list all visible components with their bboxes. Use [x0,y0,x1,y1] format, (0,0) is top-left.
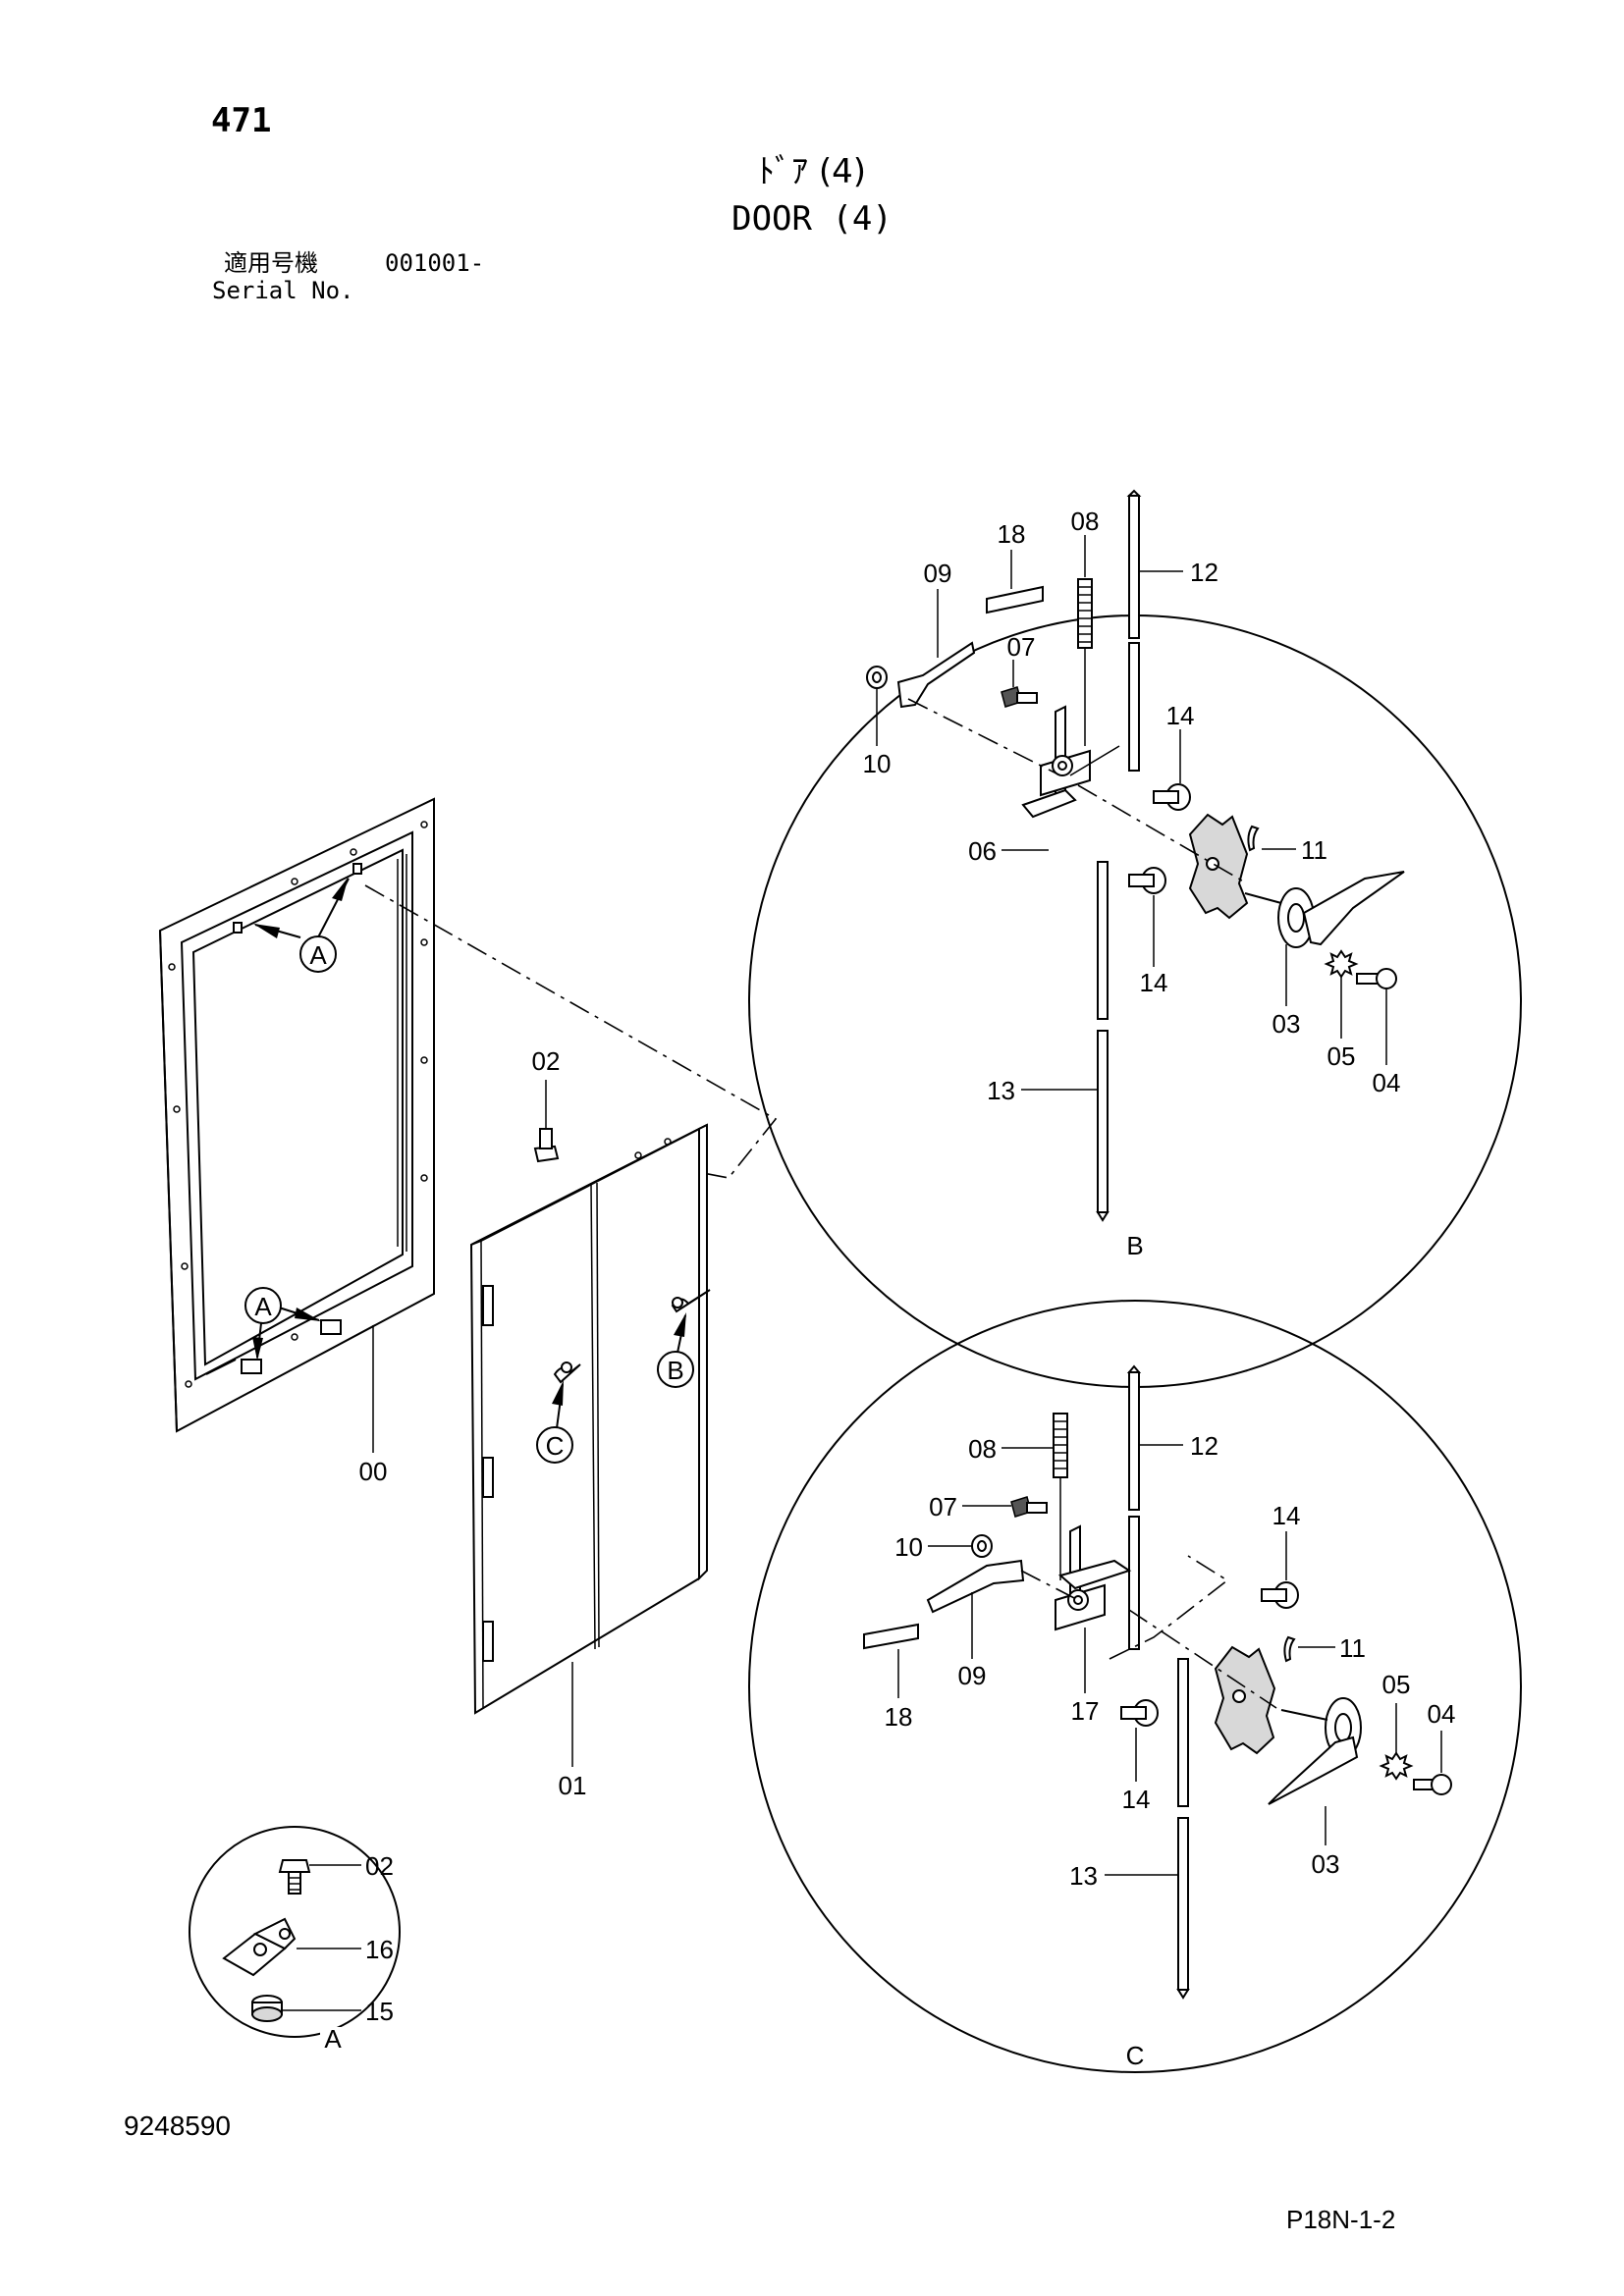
detail-c-washer-number: 05 [1382,1670,1411,1699]
detail-c-view: C 12 13 08 07 [748,1300,1522,2073]
hinge-lower [482,1621,494,1662]
callout-b-label: B [667,1356,683,1385]
detail-b-handle-number: 03 [1272,1009,1301,1039]
detail-c-pad-number: 18 [885,1702,913,1732]
detail-b-pin-number: 11 [1301,835,1327,865]
callout-c-label: C [546,1431,565,1461]
detail-b-screw-number: 04 [1373,1068,1401,1097]
detail-b-bracket-number: 06 [968,836,997,866]
detail-c-screw-number: 04 [1428,1699,1456,1729]
serial-label-japanese: 適用号機 [224,249,318,277]
door-bolt: 02 [532,1046,561,1163]
detail-b-callout: B [657,1312,694,1388]
detail-c-callout: C [536,1380,573,1464]
serial-label-english: Serial No. [212,277,354,304]
frame-holes [168,821,428,1388]
detail-a-view: 02 16 15 A [189,1826,401,2054]
detail-b-pad-number: 18 [998,519,1026,549]
detail-b-lower-pin-number: 14 [1140,968,1168,997]
detail-c-bracket-number: 17 [1071,1696,1100,1726]
detail-c-pin-number: 11 [1339,1633,1366,1663]
detail-c-door-panel-section [1214,1645,1276,1755]
door-part-number: 01 [559,1771,587,1800]
detail-c-lever-number: 09 [958,1661,987,1690]
detail-b-washer-number: 05 [1327,1041,1356,1071]
detail-c-spring-number: 08 [968,1434,997,1464]
hinge-middle [482,1457,494,1498]
detail-c-circle-label: C [1126,2041,1145,2070]
frame-part-number: 00 [359,1457,388,1486]
assembly-centerline [364,884,778,1179]
detail-b-view: B 12 13 08 18 [748,489,1522,1388]
detail-a-circle-label: A [324,2024,342,2054]
detail-c-bushing-number: 10 [894,1532,923,1562]
hinge-upper [482,1285,494,1326]
detail-b-circle-label: B [1126,1231,1143,1260]
title-japanese: ﾄﾞｱ (4) [758,152,866,191]
detail-b-bolt-number: 07 [1007,632,1036,662]
door-panel [469,1123,711,1715]
door-frame [158,797,435,1433]
page-number: 471 [211,101,272,140]
detail-c-upper-rod-number: 12 [1190,1431,1218,1461]
detail-b-handle: 03 [1244,871,1405,1039]
bolt-part-number: 02 [532,1046,561,1076]
callout-a-upper-label: A [309,940,327,970]
detail-b-spring-number: 08 [1071,507,1100,536]
detail-c-lower-pin-number: 14 [1122,1785,1151,1814]
detail-c-lower-rod-number: 13 [1069,1861,1098,1891]
callout-a-lower-label: A [254,1292,272,1321]
detail-a-plate-number: 16 [365,1935,394,1964]
detail-b-upper-pin-number: 14 [1166,701,1195,730]
detail-c-spring [1053,1413,1068,1580]
detail-a-callout-upper: A [253,877,350,973]
detail-a-cushion-number: 15 [365,1997,394,2026]
detail-a-callout-lower: A [244,1287,321,1361]
page-reference: P18N-1-2 [1286,2205,1396,2234]
detail-b-lower-rod-number: 13 [987,1076,1015,1105]
detail-c-bolt-number: 07 [929,1492,957,1522]
detail-b-lever-number: 09 [924,559,952,588]
detail-c-handle: 03 [1268,1697,1362,1879]
detail-c-upper-pin-number: 14 [1272,1501,1301,1530]
document-number: 9248590 [124,2110,232,2141]
detail-b-spring [1077,578,1093,746]
detail-b-upper-rod-number: 12 [1190,558,1218,587]
serial-range: 001001- [385,249,485,277]
detail-a-bolt-number: 02 [365,1851,394,1881]
title-english: DOOR (4) [731,199,893,239]
detail-c-handle-number: 03 [1312,1849,1340,1879]
detail-b-bushing-number: 10 [863,749,892,778]
